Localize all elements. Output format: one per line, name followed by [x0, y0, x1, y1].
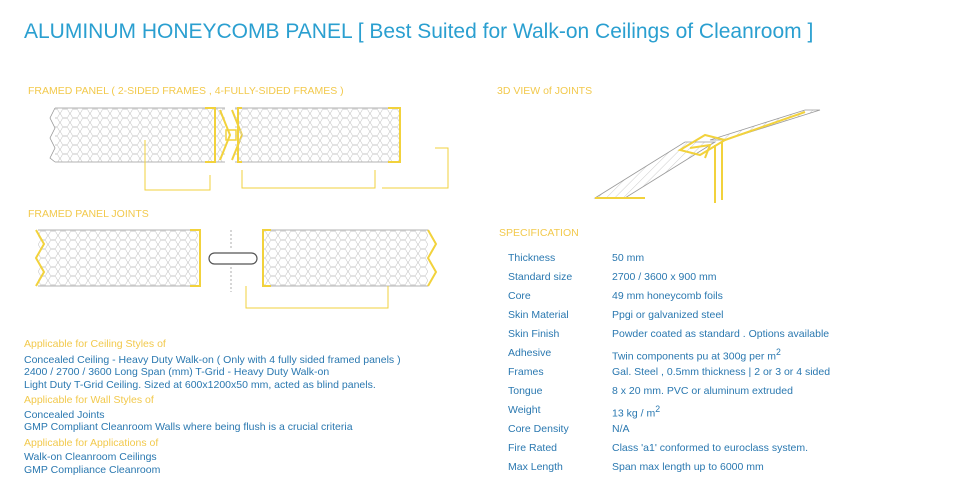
- spec-value: Class 'a1' conformed to euroclass system…: [612, 442, 809, 454]
- dimension-lines: [144, 140, 449, 191]
- spec-label: Core Density: [508, 423, 569, 435]
- spec-value: Ppgi or galvanized steel: [612, 309, 724, 321]
- spec-label: Thickness: [508, 252, 556, 264]
- spec-value: 49 mm honeycomb foils: [612, 290, 723, 302]
- application-line: GMP Compliance Cleanroom: [24, 463, 161, 476]
- spec-row-skin-finish: Skin Finish Powder coated as standard . …: [508, 328, 928, 347]
- spec-label: Frames: [508, 366, 544, 378]
- spec-row-skin-material: Skin Material Ppgi or galvanized steel: [508, 309, 928, 328]
- spec-value: Gal. Steel , 0.5mm thickness | 2 or 3 or…: [612, 366, 831, 378]
- spec-row-frames: Frames Gal. Steel , 0.5mm thickness | 2 …: [508, 366, 928, 385]
- spec-row-tongue: Tongue 8 x 20 mm. PVC or aluminum extrud…: [508, 385, 928, 404]
- ceiling-style-line: Concealed Ceiling - Heavy Duty Walk-on (…: [24, 353, 401, 366]
- left-panel-section: [49, 107, 225, 163]
- joint-3d-frame: [595, 111, 806, 203]
- framed-panel-diagram: [49, 107, 449, 191]
- specification-heading: SPECIFICATION: [499, 227, 579, 239]
- spec-value: Span max length up to 6000 mm: [612, 461, 764, 473]
- spec-value: 13 kg / m: [612, 407, 656, 420]
- tongue-connector: [208, 230, 258, 292]
- spec-value: 50 mm: [612, 252, 645, 264]
- wall-styles-heading: Applicable for Wall Styles of: [24, 394, 154, 406]
- spec-row-standard-size: Standard size 2700 / 3600 x 900 mm: [508, 271, 928, 290]
- spec-row-fire-rated: Fire Rated Class 'a1' conformed to euroc…: [508, 442, 928, 461]
- spec-row-weight: Weight 13 kg / m2: [508, 404, 928, 423]
- spec-superscript: 2: [655, 404, 661, 414]
- spec-row-thickness: Thickness 50 mm: [508, 252, 928, 271]
- 3d-joint-diagram: [593, 109, 821, 203]
- 3d-view-heading: 3D VIEW of JOINTS: [497, 85, 593, 97]
- spec-label: Fire Rated: [508, 442, 558, 454]
- spec-label: Skin Material: [508, 309, 569, 321]
- spec-value: Powder coated as standard . Options avai…: [612, 328, 830, 340]
- spec-value: 8 x 20 mm. PVC or aluminum extruded: [612, 385, 793, 397]
- spec-value-wrap: Twin components pu at 300g per m2: [612, 347, 781, 363]
- ceiling-styles-block: Applicable for Ceiling Styles of Conceal…: [24, 338, 401, 476]
- spec-label: Weight: [508, 404, 541, 416]
- spec-value-wrap: 13 kg / m2: [612, 404, 660, 420]
- spec-label: Core: [508, 290, 531, 302]
- spec-label: Tongue: [508, 385, 543, 397]
- spec-label: Adhesive: [508, 347, 552, 359]
- spec-label: Standard size: [508, 271, 573, 283]
- spec-label: Skin Finish: [508, 328, 560, 340]
- applications-heading: Applicable for Applications of: [24, 436, 159, 449]
- right-panel-section: [235, 107, 401, 163]
- framed-panel-joints-heading: FRAMED PANEL JOINTS: [28, 208, 149, 220]
- spec-value: 2700 / 3600 x 900 mm: [612, 271, 717, 283]
- spec-superscript: 2: [776, 347, 781, 357]
- wall-style-line: Concealed Joints: [24, 408, 105, 421]
- joint-right-panel: [262, 229, 438, 287]
- ceiling-style-line: 2400 / 2700 / 3600 Long Span (mm) T-Grid…: [24, 366, 330, 378]
- application-line: Walk-on Cleanroom Ceilings: [24, 451, 157, 463]
- spec-row-core-density: Core Density N/A: [508, 423, 928, 442]
- spec-value: N/A: [612, 423, 630, 435]
- spec-value: Twin components pu at 300g per m: [612, 350, 777, 363]
- spec-label: Max Length: [508, 461, 563, 473]
- wall-style-line: GMP Compliant Cleanroom Walls where bein…: [24, 421, 353, 433]
- framed-panel-joints-diagram: [34, 229, 438, 309]
- spec-row-core: Core 49 mm honeycomb foils: [508, 290, 928, 309]
- panel-3d-left: [593, 141, 717, 199]
- ceiling-style-line: Light Duty T-Grid Ceiling. Sized at 600x…: [24, 378, 376, 391]
- framed-panel-heading: FRAMED PANEL ( 2-SIDED FRAMES , 4-FULLY-…: [28, 85, 344, 97]
- ceiling-styles-heading: Applicable for Ceiling Styles of: [24, 338, 166, 350]
- joint-left-panel: [34, 229, 201, 287]
- spec-row-adhesive: Adhesive Twin components pu at 300g per …: [508, 347, 928, 366]
- spec-row-max-length: Max Length Span max length up to 6000 mm: [508, 461, 928, 480]
- page-title: ALUMINUM HONEYCOMB PANEL [ Best Suited f…: [24, 20, 814, 43]
- joint-dimension-line: [245, 286, 389, 309]
